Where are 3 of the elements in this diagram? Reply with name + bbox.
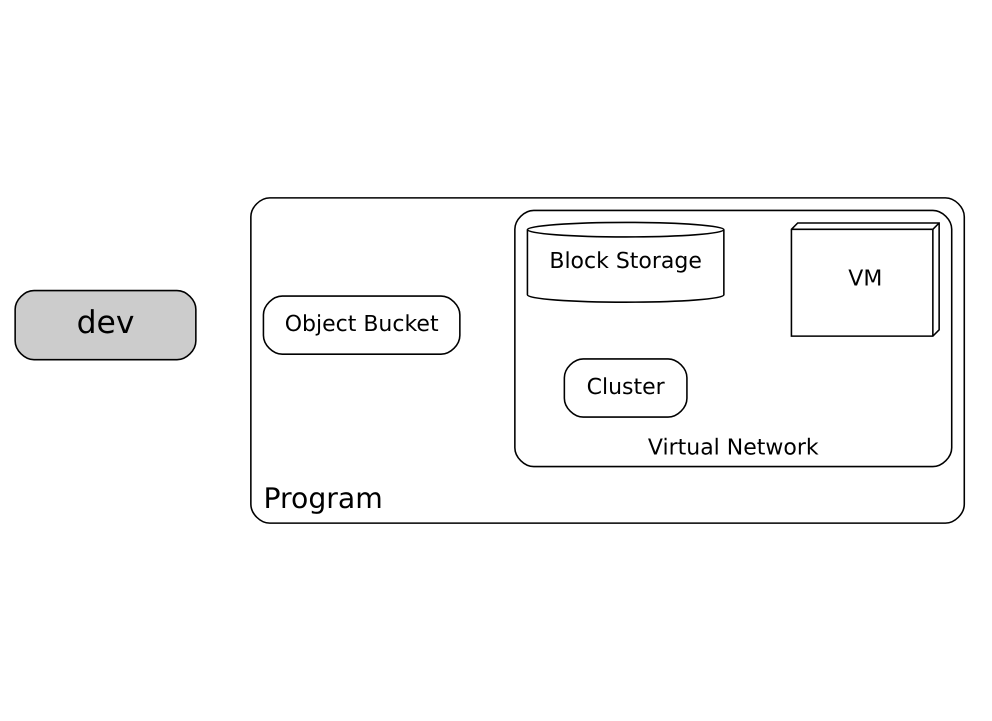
node-box: Object Bucket (262, 295, 461, 355)
node-box: Cluster (564, 358, 688, 418)
node-box: dev (14, 290, 197, 360)
